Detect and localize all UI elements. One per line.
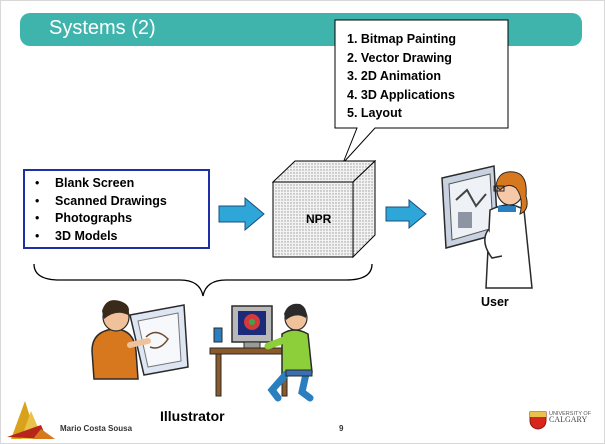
input-item-label: Photographs [55,211,133,225]
university-small-text: UNIVERSITY OF [549,411,592,417]
user-label: User [481,295,509,309]
npr-cube [272,160,377,259]
input-item-label: 3D Models [55,228,118,243]
left-logo-icon [7,401,55,439]
bullet: • [35,176,40,190]
bullet: • [35,211,40,225]
callout-item: 1. Bitmap Painting [347,32,457,46]
user-clipart [441,165,533,289]
npr-label: NPR [306,212,332,226]
input-item: • Photographs [35,210,167,228]
illustrator-clipart-drawing [91,300,189,380]
callout-item: 5. Layout [347,106,402,120]
curly-brace [33,263,373,297]
page-number: 9 [339,424,344,433]
illustrator-label: Illustrator [160,408,225,424]
university-name: UNIVERSITY OF CALGARY [549,411,592,424]
bullet: • [35,193,40,208]
inputs-list: • Blank Screen • Scanned Drawings • Photogr… [35,175,167,245]
callout-item: 2. Vector Drawing [347,50,452,65]
callout-bubble [334,19,509,164]
author-name: Mario Costa Sousa [60,424,133,433]
university-crest-icon [529,411,547,430]
input-item-label: Blank Screen [55,176,135,190]
input-item-label: Scanned Drawings [55,193,167,208]
callout-list: 1. Bitmap Painting 2. Vector Drawing 3. … [347,30,456,123]
inputs-box [23,169,210,249]
input-item: • Scanned Drawings [35,193,167,211]
illustrator-clipart-computer [209,303,314,402]
university-big-text: CALGARY [549,415,588,424]
slide-title: Systems (2) [49,17,156,39]
arrow-right-icon [218,197,265,231]
input-item: • Blank Screen [35,175,167,193]
input-item: • 3D Models [35,228,167,246]
arrow-right-icon [385,199,427,229]
callout-item: 4. 3D Applications [347,87,455,102]
bullet: • [35,228,40,243]
callout-item: 3. 2D Animation [347,69,441,83]
